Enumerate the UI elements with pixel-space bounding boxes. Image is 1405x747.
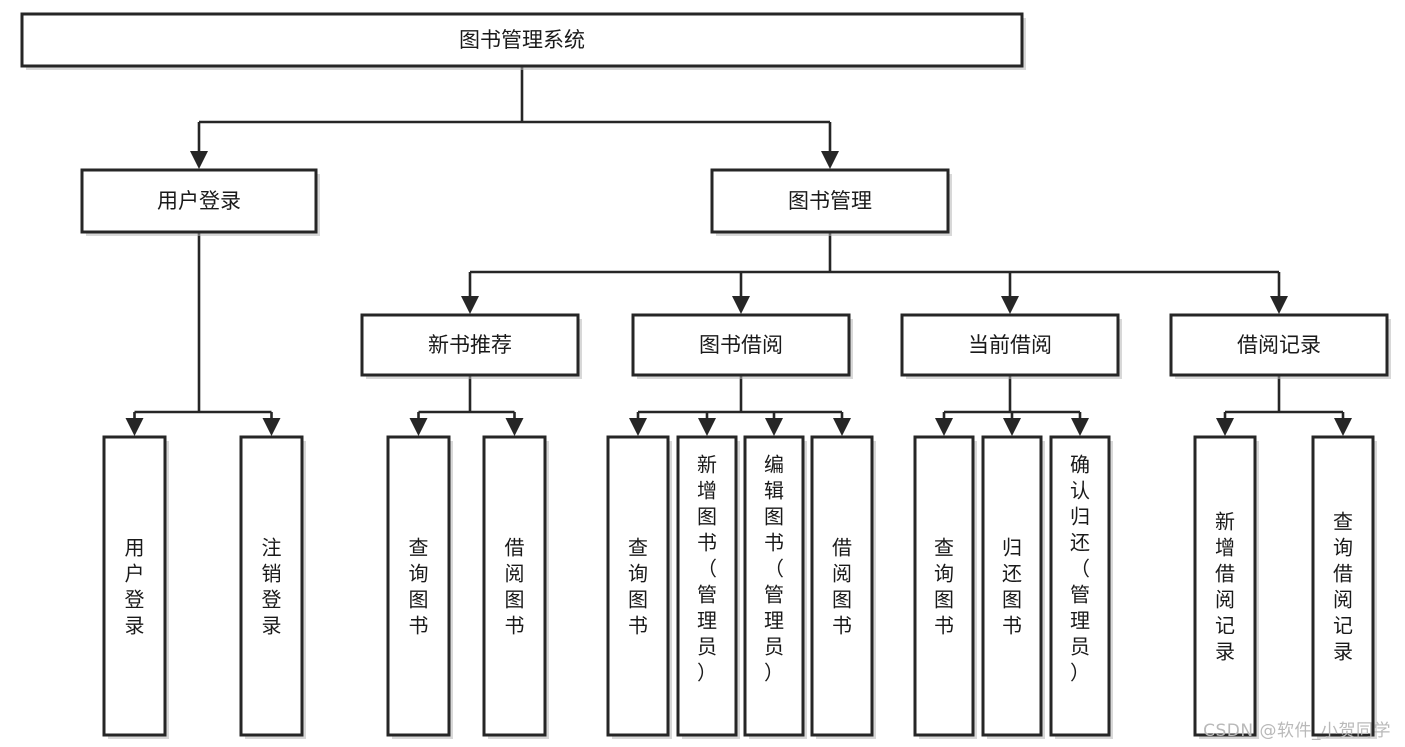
node-book-manage[interactable]: 图书管理: [710, 168, 952, 236]
arrow-head-icon: [698, 418, 716, 436]
arrow-head-icon: [765, 418, 783, 436]
node-new-book-recommend[interactable]: 新书推荐: [360, 313, 582, 379]
arrow-head-icon: [1270, 296, 1288, 314]
edge-group: [409, 375, 524, 436]
node-label: 用户登录: [157, 189, 241, 213]
node-label: 用户登录: [125, 535, 145, 637]
arrow-head-icon: [262, 418, 281, 436]
nodes-layer: 图书管理系统用户登录图书管理新书推荐图书借阅当前借阅借阅记录用户登录注销登录查询…: [20, 12, 1391, 739]
arrow-head-icon: [821, 151, 839, 169]
node-leaf-confirm-return-admin[interactable]: 确认归还（管理员）: [1049, 435, 1113, 739]
node-label: 当前借阅: [968, 333, 1052, 357]
node-label: 借阅图书: [505, 535, 525, 637]
arrow-head-icon: [732, 296, 750, 314]
node-label: 图书管理: [788, 189, 872, 213]
node-leaf-edit-book-admin[interactable]: 编辑图书（管理员）: [743, 435, 807, 739]
node-leaf-query-book-3[interactable]: 查询图书: [913, 435, 977, 739]
edges-layer: [125, 66, 1352, 436]
node-leaf-add-book-admin[interactable]: 新增图书（管理员）: [676, 435, 740, 739]
node-leaf-add-borrow-record[interactable]: 新增借阅记录: [1193, 435, 1259, 739]
node-leaf-query-book-1[interactable]: 查询图书: [386, 435, 453, 739]
node-label: 图书管理系统: [459, 28, 585, 52]
arrow-head-icon: [1071, 418, 1089, 436]
edge-group: [461, 232, 1288, 314]
node-label: 新书推荐: [428, 333, 512, 357]
node-label: 确认归还（管理员）: [1070, 452, 1090, 684]
node-leaf-borrow-book-2[interactable]: 借阅图书: [810, 435, 876, 739]
node-label: 新增借阅记录: [1215, 509, 1235, 663]
node-label: 图书借阅: [699, 333, 783, 357]
node-label: 编辑图书（管理员）: [764, 452, 784, 684]
node-leaf-return-book[interactable]: 归还图书: [981, 435, 1045, 739]
node-label: 查询图书: [628, 535, 648, 637]
edge-group: [629, 375, 851, 436]
edge-group: [190, 66, 839, 169]
node-label: 归还图书: [1002, 535, 1022, 637]
node-label: 借阅图书: [832, 535, 852, 637]
arrow-head-icon: [409, 418, 428, 436]
node-current-borrow[interactable]: 当前借阅: [900, 313, 1122, 379]
arrow-head-icon: [1001, 296, 1019, 314]
node-leaf-borrow-book-1[interactable]: 借阅图书: [482, 435, 549, 739]
arrow-head-icon: [1334, 418, 1352, 436]
node-borrow-records[interactable]: 借阅记录: [1169, 313, 1391, 379]
csdn-watermark: CSDN @软件_小贺同学: [1203, 721, 1391, 741]
arrow-head-icon: [935, 418, 953, 436]
arrow-head-icon: [629, 418, 647, 436]
arrow-head-icon: [1216, 418, 1234, 436]
node-label: 查询借阅记录: [1333, 509, 1353, 663]
node-label: 借阅记录: [1237, 333, 1321, 357]
arrow-head-icon: [125, 418, 144, 436]
node-user-login[interactable]: 用户登录: [80, 168, 320, 236]
edge-group: [125, 232, 281, 436]
node-label: 查询图书: [409, 535, 429, 637]
edge-group: [935, 375, 1089, 436]
node-leaf-user-logout[interactable]: 注销登录: [239, 435, 306, 739]
node-leaf-user-login[interactable]: 用户登录: [102, 435, 169, 739]
node-label: 注销登录: [262, 535, 282, 637]
node-label: 查询图书: [934, 535, 954, 637]
arrow-head-icon: [833, 418, 851, 436]
edge-group: [1216, 375, 1352, 436]
node-book-borrow[interactable]: 图书借阅: [631, 313, 853, 379]
arrow-head-icon: [505, 418, 524, 436]
node-leaf-query-book-2[interactable]: 查询图书: [606, 435, 672, 739]
node-leaf-query-borrow-record[interactable]: 查询借阅记录: [1311, 435, 1377, 739]
arrow-head-icon: [1003, 418, 1021, 436]
arrow-head-icon: [461, 296, 479, 314]
node-root[interactable]: 图书管理系统: [20, 12, 1026, 70]
node-label: 新增图书（管理员）: [697, 452, 717, 684]
arrow-head-icon: [190, 151, 208, 169]
